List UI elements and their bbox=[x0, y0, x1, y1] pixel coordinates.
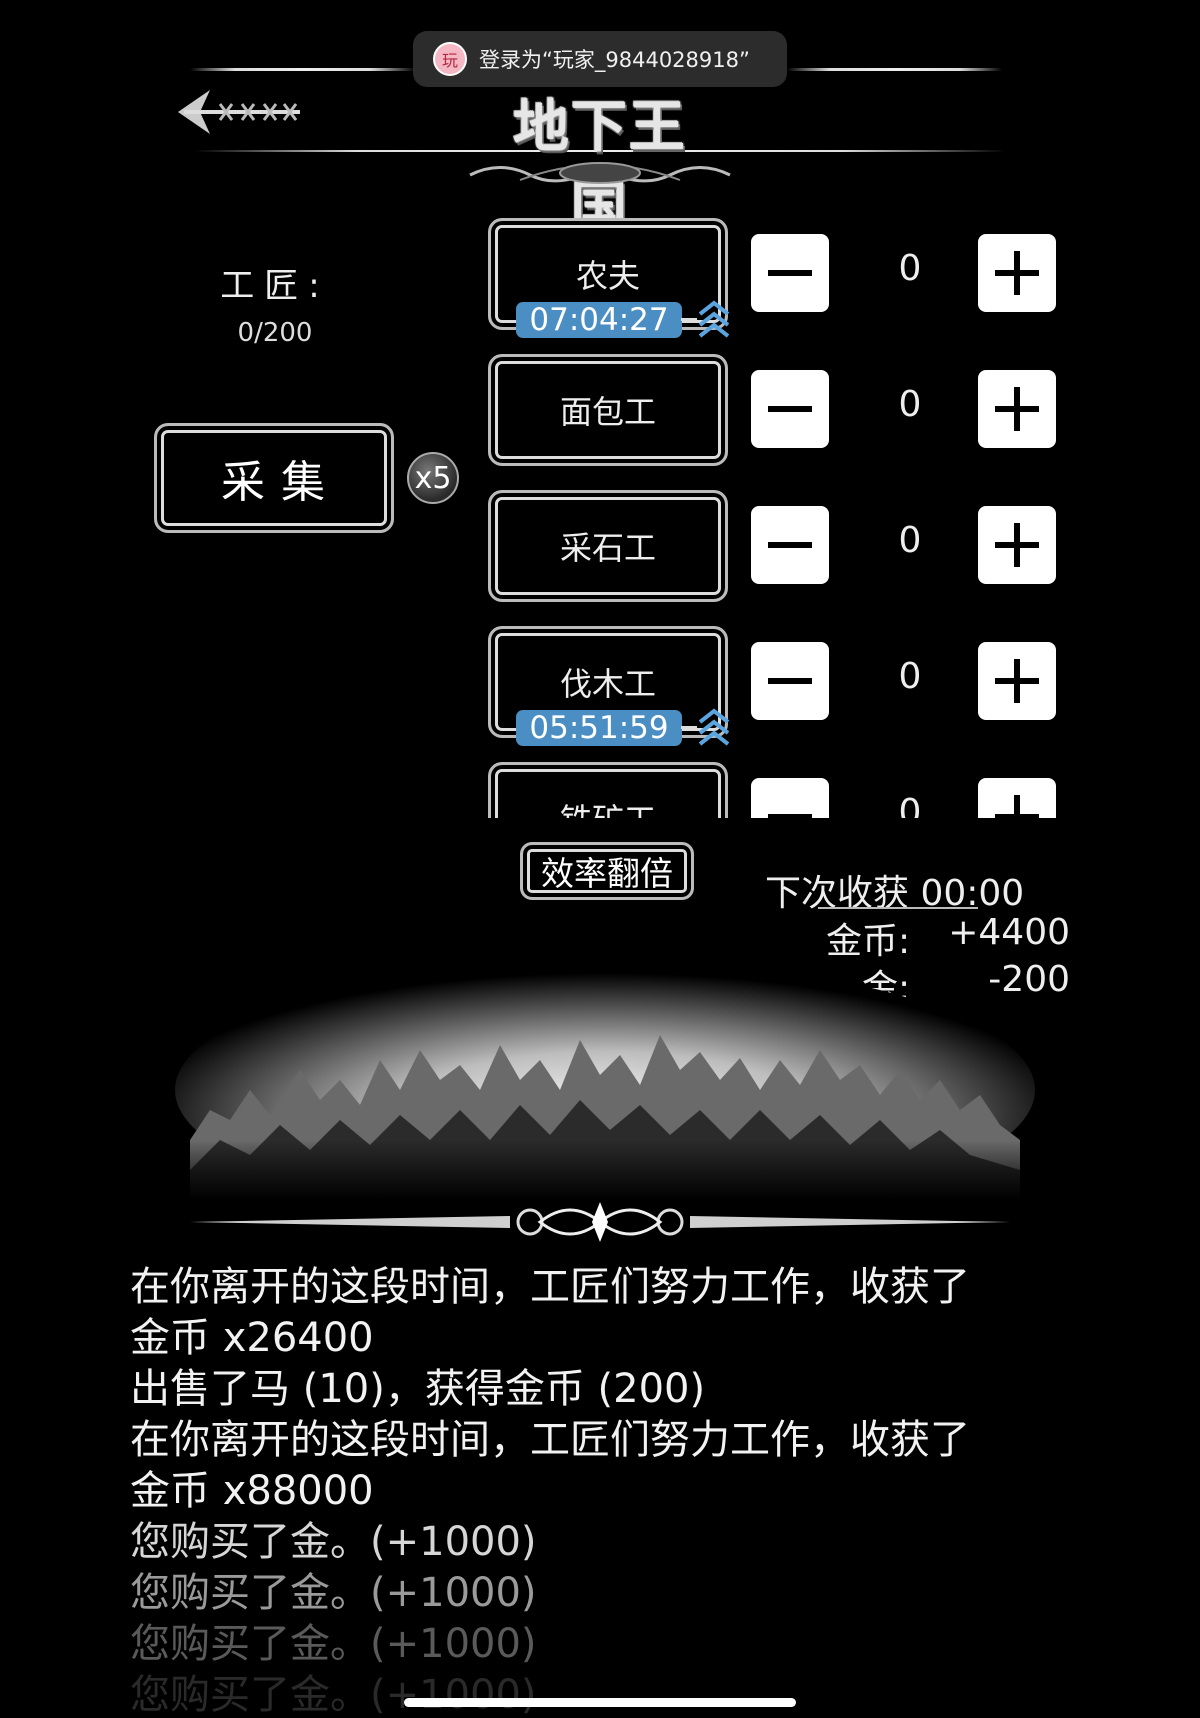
header-line-left bbox=[190, 68, 415, 71]
worker-name-button[interactable]: 面包工 bbox=[488, 354, 728, 466]
login-toast: 玩 登录为“玩家_9844028918” bbox=[413, 31, 787, 87]
boost-chevron-icon[interactable] bbox=[697, 300, 731, 340]
decrease-button[interactable] bbox=[751, 778, 829, 818]
event-log[interactable]: 在你离开的这段时间，工匠们努力工作，收获了 金币 x26400 出售了马 (10… bbox=[130, 1262, 1090, 1718]
plus-icon bbox=[995, 795, 1039, 818]
log-line: 您购买了金。(+1000) bbox=[130, 1672, 537, 1718]
increase-button[interactable] bbox=[978, 778, 1056, 818]
plus-icon bbox=[995, 659, 1039, 703]
back-arrow-icon[interactable] bbox=[170, 82, 310, 142]
player-avatar-icon: 玩 bbox=[433, 42, 467, 76]
gather-multiplier-badge[interactable]: x5 bbox=[407, 452, 459, 504]
header-line-right bbox=[787, 68, 1002, 71]
worker-count: 0 bbox=[898, 384, 922, 425]
worker-count: 0 bbox=[898, 248, 922, 289]
minus-icon bbox=[768, 270, 812, 276]
gather-button[interactable]: 采集 bbox=[154, 423, 394, 533]
resource-label-coins: 金币: bbox=[826, 921, 911, 962]
timer-connector bbox=[681, 726, 697, 729]
divider-ornament-icon bbox=[190, 1202, 1010, 1242]
worker-list[interactable]: 农夫 07:04:27 0 面包工 0 采石工 0 bbox=[480, 210, 1080, 818]
log-line: 出售了马 (10)，获得金币 (200) bbox=[130, 1366, 706, 1412]
resource-value-coins: +4400 bbox=[948, 912, 1070, 953]
worker-count: 0 bbox=[898, 520, 922, 561]
log-line: 金币 x88000 bbox=[130, 1468, 374, 1514]
timer-connector bbox=[681, 318, 697, 321]
login-toast-text: 登录为“玩家_9844028918” bbox=[479, 48, 750, 72]
crest-ornament-icon bbox=[469, 162, 731, 184]
worker-name-button[interactable]: 铁矿工 bbox=[488, 762, 728, 818]
worker-row-farmer: 农夫 07:04:27 0 bbox=[480, 210, 1080, 338]
decrease-button[interactable] bbox=[751, 234, 829, 312]
plus-icon bbox=[995, 523, 1039, 567]
minus-icon bbox=[768, 406, 812, 412]
worker-row-lumberjack: 伐木工 05:51:59 0 bbox=[480, 618, 1080, 746]
harvest-underline bbox=[818, 907, 978, 909]
worker-timer: 07:04:27 bbox=[516, 302, 682, 338]
worker-row-baker: 面包工 0 bbox=[480, 346, 1080, 466]
worker-name-button[interactable]: 采石工 bbox=[488, 490, 728, 602]
game-title: 地下王国 bbox=[513, 94, 687, 241]
worker-count: 0 bbox=[898, 792, 922, 818]
log-line: 金币 x26400 bbox=[130, 1315, 374, 1361]
craftsmen-label: 工匠: bbox=[220, 266, 330, 306]
increase-button[interactable] bbox=[978, 370, 1056, 448]
double-efficiency-button[interactable]: 效率翻倍 bbox=[520, 842, 694, 900]
worker-row-iron-miner: 铁矿工 0 bbox=[480, 754, 1080, 818]
log-line: 您购买了金。(+1000) bbox=[130, 1519, 537, 1565]
log-line: 您购买了金。(+1000) bbox=[130, 1570, 537, 1616]
decrease-button[interactable] bbox=[751, 642, 829, 720]
plus-icon bbox=[995, 387, 1039, 431]
city-skyline-image bbox=[170, 960, 1040, 1200]
header-underline bbox=[195, 150, 1005, 152]
worker-timer: 05:51:59 bbox=[516, 710, 682, 746]
log-line: 您购买了金。(+1000) bbox=[130, 1621, 537, 1667]
boost-chevron-icon[interactable] bbox=[697, 708, 731, 748]
worker-row-quarryman: 采石工 0 bbox=[480, 482, 1080, 602]
worker-count: 0 bbox=[898, 656, 922, 697]
resource-value-gold: -200 bbox=[988, 959, 1070, 1000]
log-line: 在你离开的这段时间，工匠们努力工作，收获了 bbox=[130, 1264, 970, 1310]
decrease-button[interactable] bbox=[751, 506, 829, 584]
plus-icon bbox=[995, 251, 1039, 295]
minus-icon bbox=[768, 542, 812, 548]
craftsmen-count: 0/200 bbox=[237, 318, 313, 348]
increase-button[interactable] bbox=[978, 506, 1056, 584]
increase-button[interactable] bbox=[978, 642, 1056, 720]
minus-icon bbox=[768, 678, 812, 684]
home-indicator[interactable] bbox=[404, 1698, 796, 1707]
decrease-button[interactable] bbox=[751, 370, 829, 448]
increase-button[interactable] bbox=[978, 234, 1056, 312]
log-line: 在你离开的这段时间，工匠们努力工作，收获了 bbox=[130, 1417, 970, 1463]
minus-icon bbox=[768, 814, 812, 818]
